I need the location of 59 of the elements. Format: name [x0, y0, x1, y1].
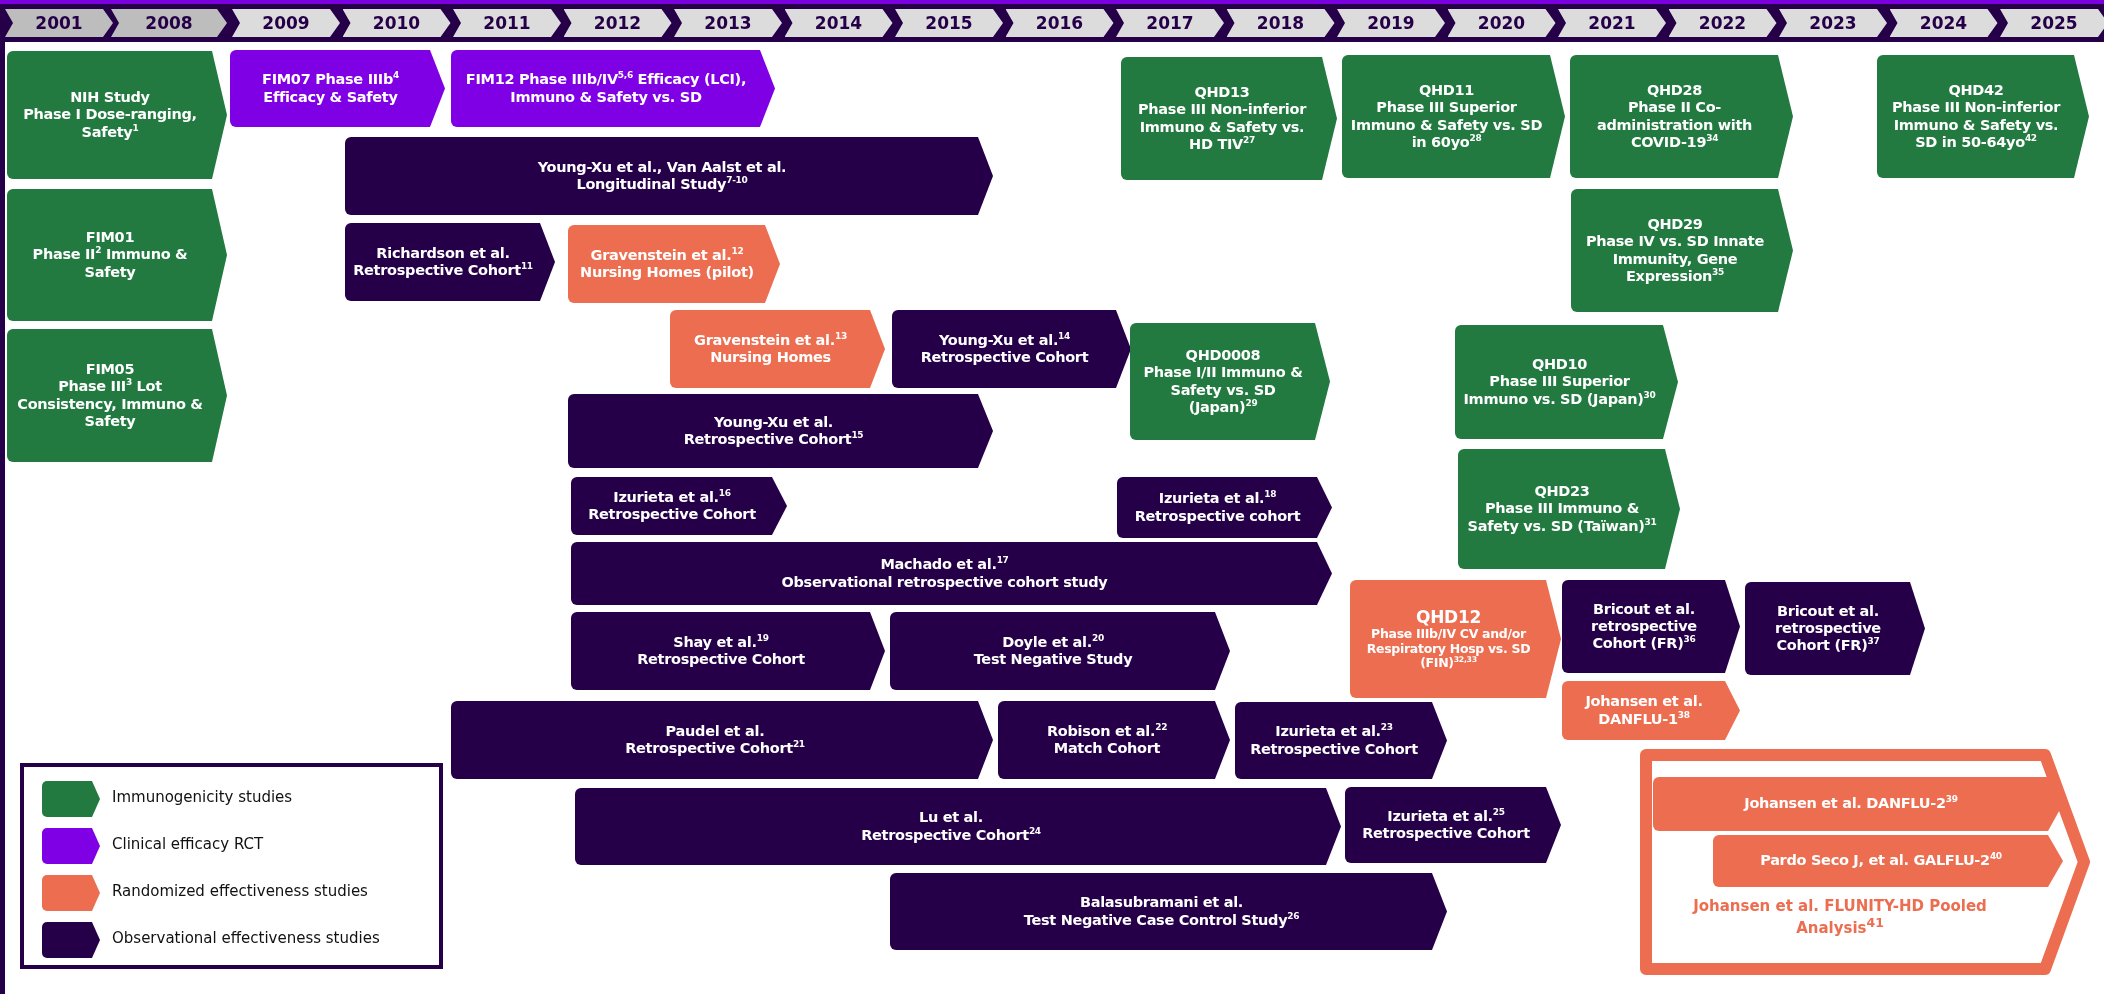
study-label: Johansen et al. FLUNITY-HD Pooled Analysis$^{41}$: [1691, 897, 1988, 937]
study-bar: Richardson et al. Retrospective Cohort$^{11}$: [345, 223, 555, 301]
study-bar: Paudel et al. Retrospective Cohort$^{21}$: [451, 701, 993, 779]
study-bar: Robison et al.$^{22}$ Match Cohort: [998, 701, 1230, 779]
year-tab: 2017: [1116, 9, 1224, 37]
year-tab: 2018: [1226, 9, 1335, 37]
study-bar: Young-Xu et al. Retrospective Cohort$^{15}$: [568, 394, 993, 468]
study-bar: NIH Study Phase I Dose-ranging, Safety$^{1}$: [7, 51, 227, 179]
study-bar: Izurieta et al.$^{25}$ Retrospective Cohort: [1345, 787, 1561, 863]
study-bar: FIM07 Phase IIIb$^{4}$ Efficacy & Safety: [230, 50, 445, 127]
study-bar: FIM12 Phase IIIb/IV$^{5,6}$ Efficacy (LCI), Immuno & Safety vs. SD: [451, 50, 775, 127]
study-bar: Bricout et al. retrospective Cohort (FR)$^{36}$: [1562, 580, 1740, 673]
legend-label: Randomized effectiveness studies: [112, 882, 368, 900]
year-tab: 2025: [2000, 9, 2104, 37]
year-tab: 2021: [1558, 9, 1666, 37]
study-bar: FIM01 Phase II$^{2}$ Immuno & Safety: [7, 189, 227, 321]
study-bar: QHD23 Phase III Immuno & Safety vs. SD (Taïwan)$^{31}$: [1458, 449, 1680, 569]
year-tab: 2008: [111, 9, 227, 37]
study-bar: QHD11 Phase III Superior Immuno & Safety vs. SD in 60yo$^{28}$: [1342, 55, 1565, 178]
study-bar: QHD42 Phase III Non-inferior Immuno & Safety vs. SD in 50-64yo$^{42}$: [1877, 55, 2089, 178]
year-tab: 2009: [232, 9, 340, 37]
year-tab: 2019: [1337, 9, 1445, 37]
study-bar: QHD10 Phase III Superior Immuno vs. SD (Japan)$^{30}$: [1455, 325, 1678, 439]
study-bar: Gravenstein et al.$^{12}$ Nursing Homes (pilot): [568, 225, 780, 303]
study-bar: Lu et al. Retrospective Cohort$^{24}$: [575, 788, 1341, 865]
year-tab: 2001: [5, 9, 113, 37]
study-bar: Young-Xu et al., Van Aalst et al. Longitudinal Study$^{7-10}$: [345, 137, 993, 215]
study-bar: Young-Xu et al.$^{14}$ Retrospective Cohort: [892, 310, 1131, 388]
study-bar: QHD13 Phase III Non-inferior Immuno & Safety vs. HD TIV$^{27}$: [1121, 57, 1337, 180]
year-tab: 2020: [1447, 9, 1556, 37]
study-bar: QHD28 Phase II Co-administration with COVID-19$^{34}$: [1570, 55, 1793, 178]
study-bar: FIM05 Phase III$^{3}$ Lot Consistency, Immuno & Safety: [7, 329, 227, 462]
study-bar: QHD0008 Phase I/II Immuno & Safety vs. SD (Japan)$^{29}$: [1130, 323, 1330, 440]
year-tab: 2024: [1889, 9, 1998, 37]
year-tab: 2013: [674, 9, 782, 37]
year-tab: 2012: [563, 9, 672, 37]
year-tab: 2015: [895, 9, 1003, 37]
study-bar: Izurieta et al.$^{16}$ Retrospective Cohort: [571, 477, 787, 535]
year-tab: 2016: [1005, 9, 1114, 37]
study-bar: Shay et al.$^{19}$ Retrospective Cohort: [571, 612, 885, 690]
legend-label: Clinical efficacy RCT: [112, 835, 264, 853]
study-bar: Izurieta et al.$^{18}$ Retrospective cohort: [1117, 477, 1332, 538]
study-bar: Doyle et al.$^{20}$ Test Negative Study: [890, 612, 1230, 690]
year-tab: 2022: [1668, 9, 1777, 37]
study-bar: Pardo Seco J, et al. GALFLU-2$^{40}$: [1713, 835, 2063, 887]
year-tab: 2010: [342, 9, 451, 37]
year-tab: 2023: [1779, 9, 1887, 37]
study-bar: Balasubramani et al. Test Negative Case Control Study$^{26}$: [890, 873, 1447, 950]
study-bar: Bricout et al. retrospective Cohort (FR)$^{37}$: [1745, 582, 1925, 675]
legend-label: Immunogenicity studies: [112, 788, 293, 806]
study-bar: Machado et al.$^{17}$ Observational retrospective cohort study: [571, 542, 1332, 605]
study-bar: QHD12 Phase IIIb/IV CV and/or Respiratory Hosp vs. SD (FIN)$^{32,33}$: [1350, 580, 1561, 698]
study-bar: QHD29 Phase IV vs. SD Innate Immunity, Gene Expression$^{35}$: [1571, 189, 1793, 312]
study-bar: Johansen et al. DANFLU-1$^{38}$: [1562, 681, 1740, 740]
study-bar: Izurieta et al.$^{23}$ Retrospective Cohort: [1235, 702, 1447, 779]
study-bar: Gravenstein et al.$^{13}$ Nursing Homes: [670, 310, 885, 388]
year-tab: 2014: [784, 9, 893, 37]
year-tab: 2011: [453, 9, 561, 37]
legend-label: Observational effectiveness studies: [112, 929, 380, 947]
